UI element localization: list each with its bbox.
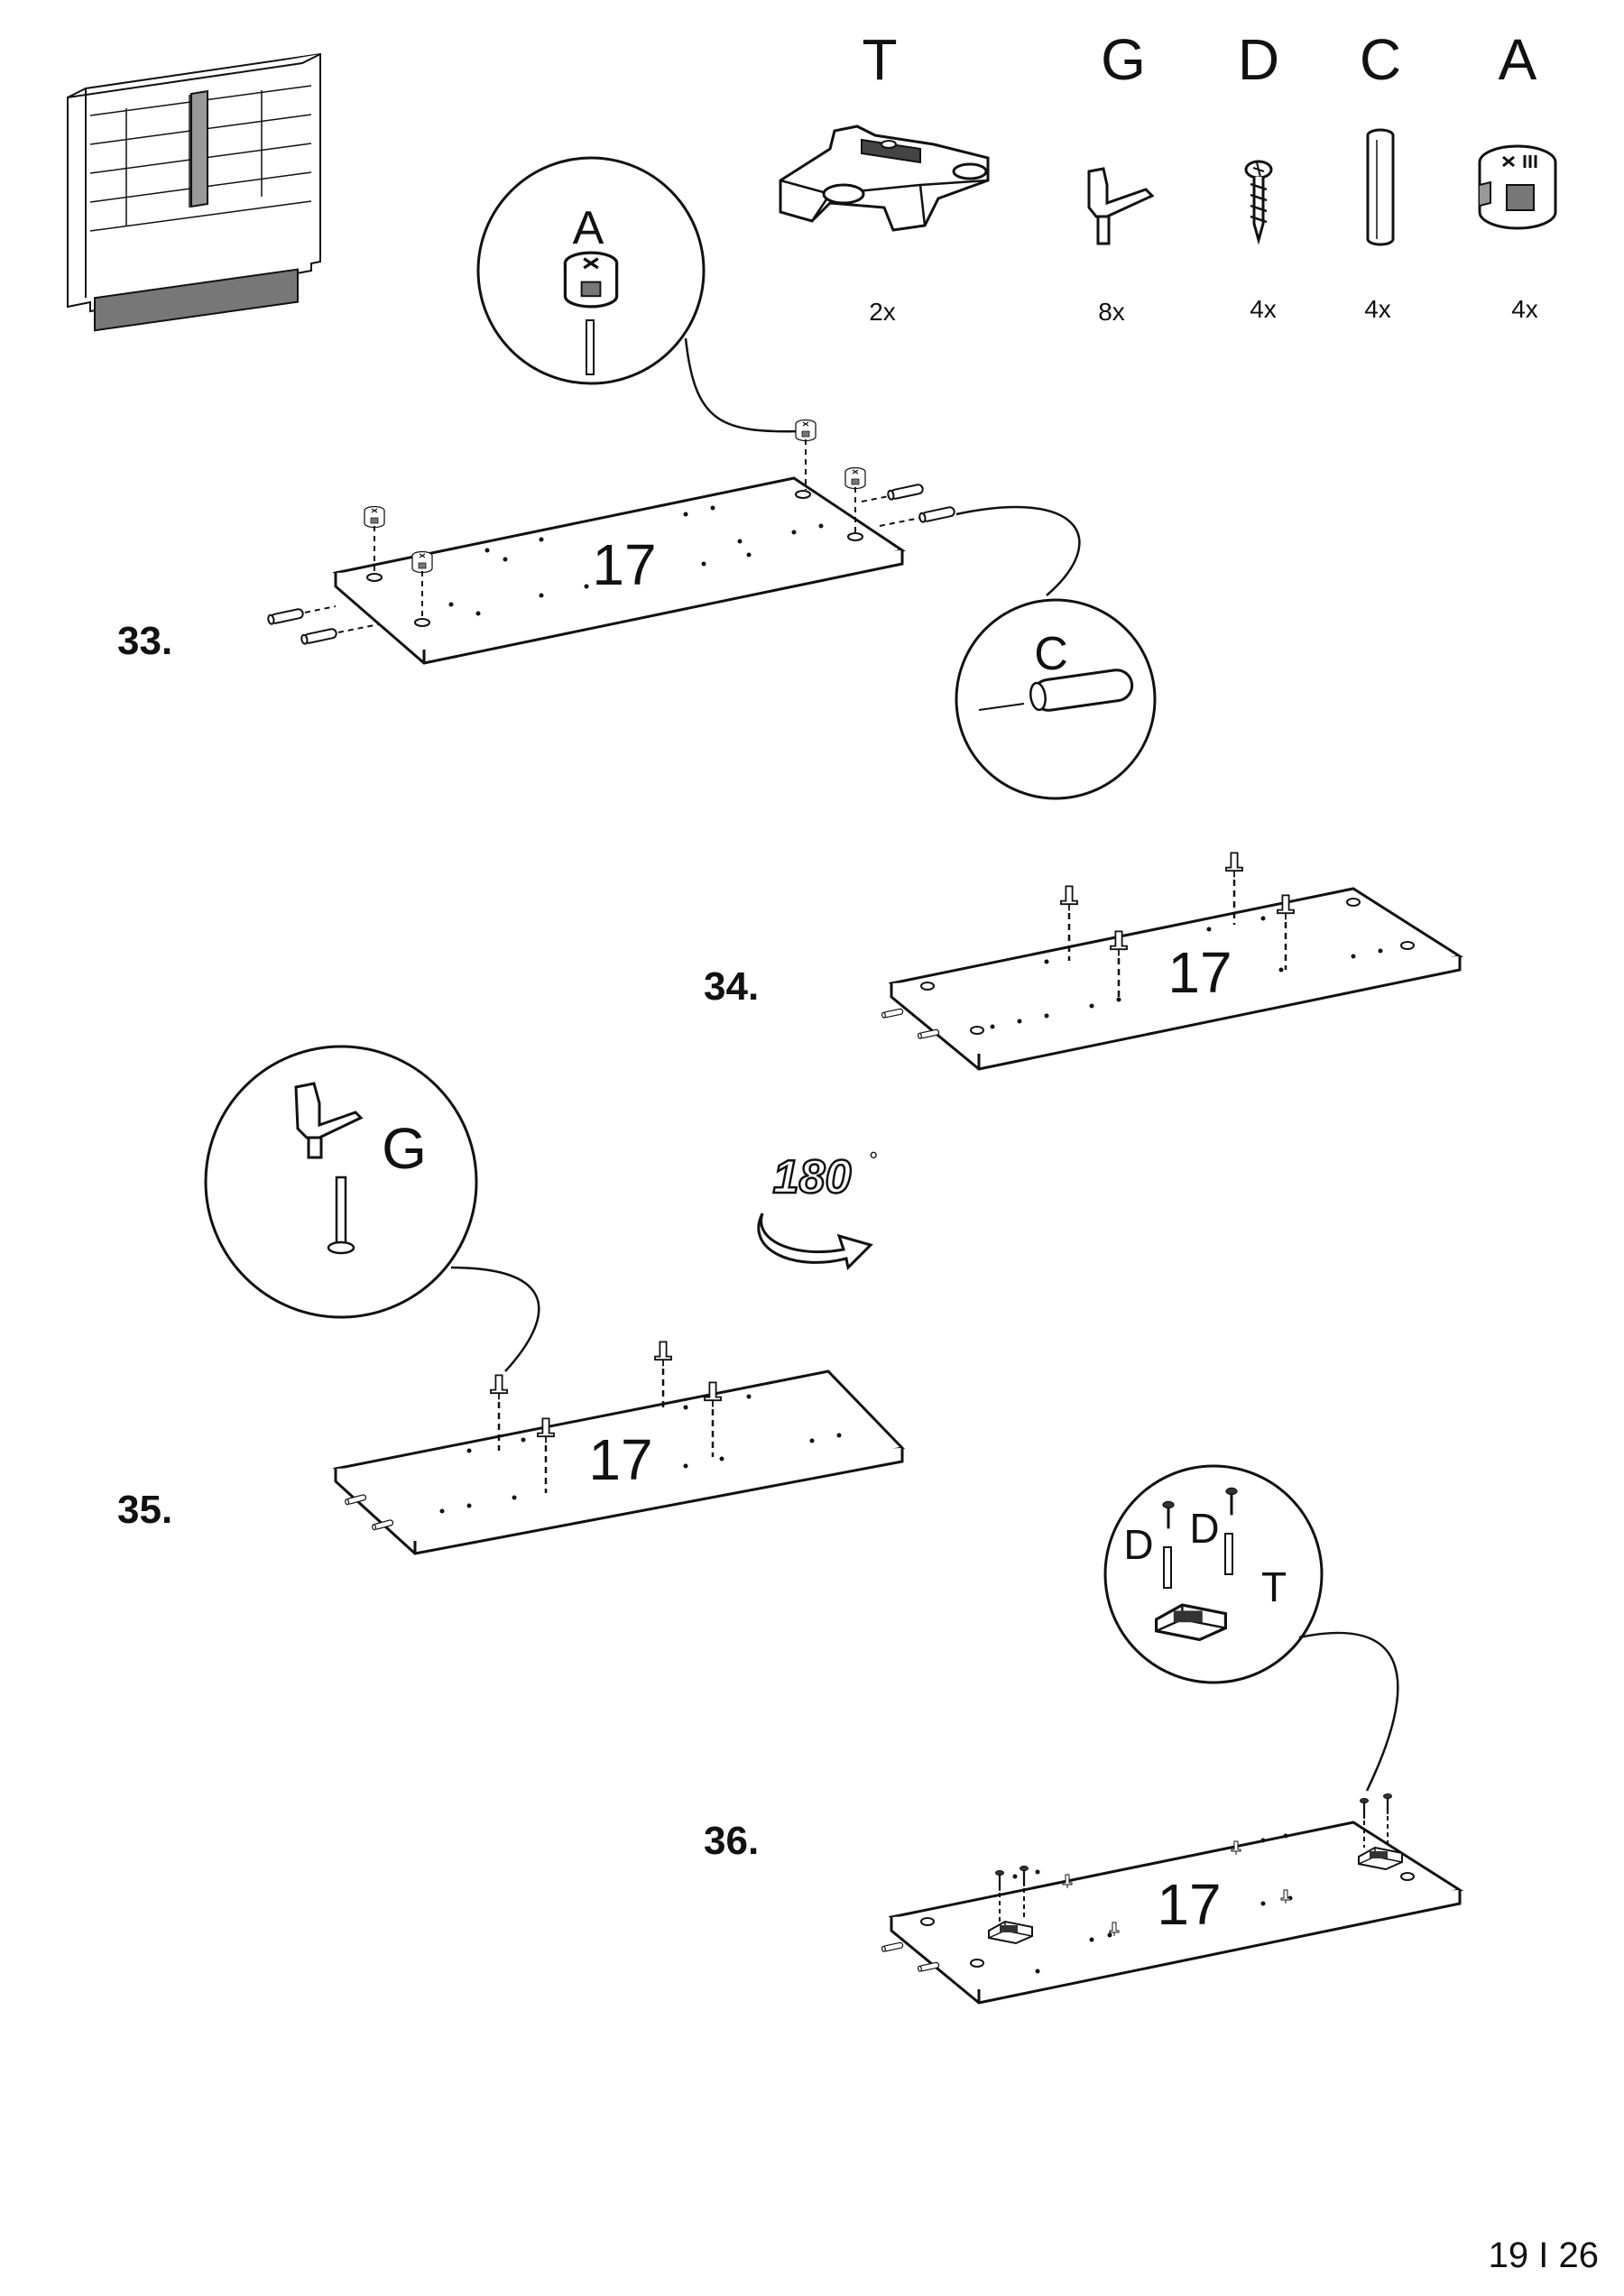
step-number: 36. [704,1819,759,1863]
svg-text:D: D [1123,1521,1153,1568]
part-qty-t: 2x [869,298,896,326]
parts-legend: T G D C A [779,27,1557,326]
rotation-unit: ° [869,1147,878,1174]
svg-text:G: G [382,1116,427,1181]
step-number: 35. [117,1488,172,1532]
rotate-180-indicator: 180 ° [757,1147,878,1271]
part-letter-d: D [1238,27,1279,92]
step-34: 34. 17 [704,852,1463,1071]
part-qty-d: 4x [1250,295,1277,323]
panel-17: 17 [881,887,1463,1071]
cabinet-overview-icon [67,52,321,332]
rotate-arrow-icon [757,1213,873,1271]
step-number: 34. [704,964,759,1009]
svg-text:A: A [573,202,604,254]
step-36: 36. D D T 17 [704,1464,1463,2005]
part-letter-t: T [862,27,897,92]
part-qty-c: 4x [1364,295,1391,323]
screw-icon [1244,160,1273,245]
step-33: 33. A 17 [117,156,1157,800]
cam-lock-icon [1478,144,1557,230]
dowel-icon [1366,128,1395,246]
svg-text:T: T [1261,1563,1287,1610]
part-letter-c: C [1360,27,1401,92]
part-letter-a: A [1499,27,1537,92]
callout-a: A [476,156,804,433]
callout-c: C [955,505,1157,800]
panel-number: 17 [1157,1872,1221,1937]
panel-number: 17 [1167,940,1232,1005]
callout-g: G [204,1045,540,1372]
shelf-support-icon [1087,167,1155,245]
page-number: 19 I 26 [1488,2236,1599,2275]
part-qty-g: 8x [1098,298,1125,326]
panel-17: 17 [332,476,906,665]
panel-number: 17 [592,532,656,597]
panel-17: 17 [332,1369,906,1555]
svg-text:C: C [1034,628,1068,680]
panel-number: 17 [588,1427,652,1492]
hinge-plate-icon [779,124,990,232]
step-35: 35. G 17 [117,1045,906,1555]
callout-dt: D D T [1103,1464,1399,1792]
svg-text:D: D [1189,1505,1219,1552]
rotation-value: 180 [773,1151,852,1203]
part-letter-g: G [1101,27,1146,92]
part-qty-a: 4x [1511,295,1538,323]
step-number: 33. [117,619,172,663]
panel-17: 17 [881,1821,1463,2005]
